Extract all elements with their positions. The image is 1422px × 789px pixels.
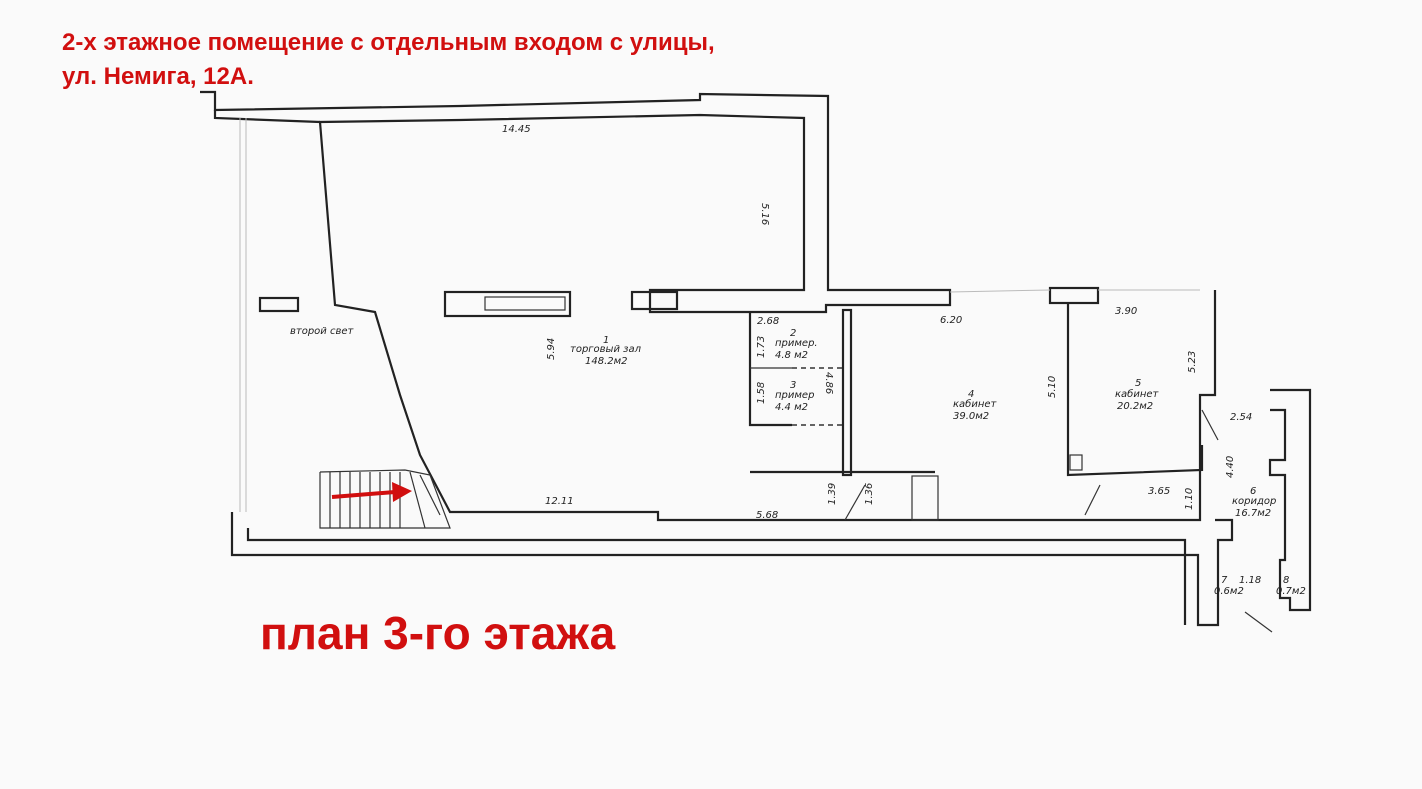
dim: 12.11	[545, 496, 574, 507]
room-1-name: торговый зал	[570, 344, 642, 355]
wall-room2	[748, 312, 792, 427]
dim: 3.65	[1148, 486, 1170, 497]
opening	[258, 296, 300, 313]
dim: 5.23	[1187, 351, 1198, 373]
room-7-number: 7	[1221, 575, 1228, 586]
dim: 3.90	[1115, 306, 1137, 317]
door-swing	[1244, 611, 1273, 633]
wall-room5	[1066, 303, 1204, 477]
room-2-number: 2	[790, 328, 796, 339]
room-5-number: 5	[1135, 378, 1141, 389]
door-swing	[1084, 484, 1101, 516]
room-7-area: 0.6м2	[1214, 586, 1244, 597]
room-1-area: 148.2м2	[585, 356, 628, 367]
room-2-area: 4.8 м2	[775, 350, 808, 361]
column	[1048, 286, 1100, 305]
room-5-name: кабинет	[1115, 388, 1160, 400]
room-5-area: 20.2м2	[1117, 401, 1153, 412]
dim: 14.45	[502, 124, 531, 135]
door-swing	[844, 484, 866, 521]
wall-corridor-right	[1268, 388, 1312, 612]
dim: 5.16	[759, 203, 770, 225]
dim: 5.68	[756, 510, 778, 521]
room-4-area: 39.0м2	[953, 411, 989, 422]
door-swing	[1201, 409, 1219, 441]
wall-top	[200, 90, 1217, 522]
header-line-1: 2-х этажное помещение с отдельным входом…	[62, 29, 715, 56]
dim: 5.10	[1047, 376, 1058, 398]
dim: 2.68	[757, 316, 779, 327]
label-second-light: второй свет	[290, 326, 355, 337]
column	[1069, 454, 1083, 471]
room-3-number: 3	[790, 380, 796, 391]
room-8-area: 0.7м2	[1276, 586, 1306, 597]
arrow-icon	[331, 482, 412, 502]
room-6-name: коридор	[1232, 496, 1276, 507]
dim: 6.20	[940, 315, 962, 326]
dim: 1.18	[1239, 575, 1261, 586]
wall-bottom-inner	[246, 528, 1187, 625]
header-line-2: ул. Немига, 12А.	[62, 63, 254, 90]
dim: 1.58	[756, 382, 767, 404]
dim: 4.86	[823, 372, 834, 394]
dim: 4.40	[1225, 456, 1236, 478]
wall-partition	[841, 308, 853, 477]
plan-title: план 3-го этажа	[260, 607, 616, 659]
opening-inner	[484, 296, 566, 311]
dim: 2.54	[1230, 412, 1252, 423]
staircase	[319, 469, 451, 529]
dim: 1.36	[864, 483, 875, 505]
dim: 1.10	[1184, 488, 1195, 510]
room-6-area: 16.7м2	[1235, 508, 1271, 519]
room-4-name: кабинет	[953, 398, 998, 410]
room-8-number: 8	[1283, 575, 1289, 586]
dim: 1.73	[756, 336, 767, 358]
wall-niche	[630, 290, 679, 311]
wall-outer-bottom	[230, 512, 1234, 627]
room-6-number: 6	[1250, 486, 1256, 497]
room-2-name: пример.	[775, 338, 818, 349]
room-3-name: пример	[775, 390, 814, 401]
glazing	[949, 289, 1051, 293]
opening	[443, 290, 572, 318]
room-1-number: 1	[603, 335, 609, 346]
dim: 5.94	[546, 338, 557, 360]
room-3-area: 4.4 м2	[775, 402, 808, 413]
wall-top-inner	[213, 110, 321, 124]
room-4-number: 4	[968, 389, 974, 400]
steps	[911, 475, 939, 521]
dim: 1.39	[827, 483, 838, 505]
